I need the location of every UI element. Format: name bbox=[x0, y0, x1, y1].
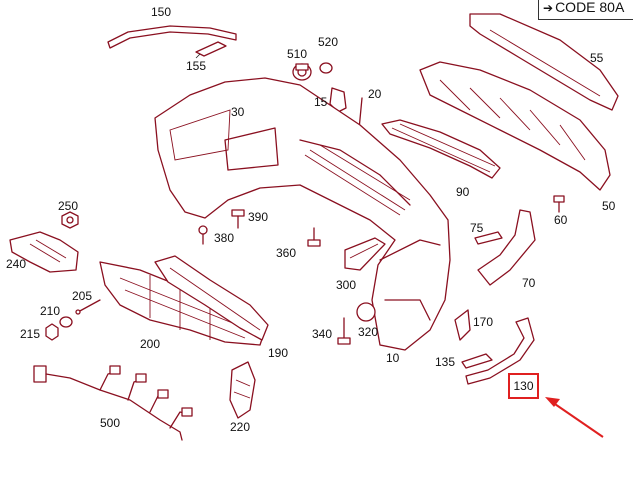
label-320: 320 bbox=[358, 325, 378, 339]
label-205: 205 bbox=[72, 289, 92, 303]
part-340-bolt bbox=[337, 317, 351, 345]
label-90: 90 bbox=[456, 185, 470, 199]
part-520-ring bbox=[319, 62, 333, 74]
part-190-support bbox=[154, 255, 269, 341]
label-215: 215 bbox=[20, 327, 40, 341]
label-30: 30 bbox=[231, 105, 245, 119]
highlighted-part-label: 130 bbox=[508, 373, 539, 399]
label-170: 170 bbox=[473, 315, 493, 329]
label-240: 240 bbox=[6, 257, 26, 271]
part-390-bolt bbox=[231, 209, 245, 229]
code-text: CODE 80A bbox=[555, 0, 625, 15]
part-155-strip bbox=[195, 41, 227, 59]
part-75-clip bbox=[474, 231, 503, 245]
label-15: 15 bbox=[314, 95, 328, 109]
label-300: 300 bbox=[336, 278, 356, 292]
label-510: 510 bbox=[287, 47, 307, 61]
part-150-trim-strip bbox=[107, 25, 237, 49]
part-500-harness bbox=[33, 365, 193, 441]
label-55: 55 bbox=[590, 51, 604, 65]
part-250-nut bbox=[61, 211, 79, 229]
label-135: 135 bbox=[435, 355, 455, 369]
part-205-screw bbox=[75, 299, 101, 315]
part-240-bracket bbox=[9, 231, 79, 273]
label-190: 190 bbox=[268, 346, 288, 360]
label-500: 500 bbox=[100, 416, 120, 430]
pointer-arrow bbox=[545, 397, 604, 438]
label-60: 60 bbox=[554, 213, 568, 227]
code-box: ➔CODE 80A bbox=[538, 0, 633, 20]
part-30-bumper-cover bbox=[154, 77, 451, 351]
part-300-bracket bbox=[344, 237, 386, 271]
part-210-washer bbox=[59, 316, 73, 328]
part-135-clip bbox=[461, 353, 493, 369]
part-320-cap bbox=[356, 302, 376, 322]
part-70-side-strip bbox=[477, 209, 536, 286]
part-215-nut bbox=[45, 323, 59, 341]
part-510-sensor bbox=[292, 63, 312, 81]
label-360: 360 bbox=[276, 246, 296, 260]
label-390: 390 bbox=[248, 210, 268, 224]
label-520: 520 bbox=[318, 35, 338, 49]
part-360-bolt bbox=[307, 227, 321, 247]
label-220: 220 bbox=[230, 420, 250, 434]
label-50: 50 bbox=[602, 199, 616, 213]
label-155: 155 bbox=[186, 59, 206, 73]
arrow-right-icon: ➔ bbox=[543, 1, 554, 15]
label-75: 75 bbox=[470, 221, 484, 235]
part-55-upper-panel bbox=[469, 13, 619, 111]
part-130-trim bbox=[465, 317, 535, 385]
part-90-strip bbox=[381, 119, 501, 179]
label-380: 380 bbox=[214, 231, 234, 245]
part-170-bracket bbox=[454, 309, 471, 341]
part-220-bracket bbox=[229, 361, 256, 419]
label-210: 210 bbox=[40, 304, 60, 318]
label-20: 20 bbox=[368, 87, 382, 101]
label-340: 340 bbox=[312, 327, 332, 341]
label-10: 10 bbox=[386, 351, 400, 365]
label-150: 150 bbox=[151, 5, 171, 19]
label-200: 200 bbox=[140, 337, 160, 351]
part-380-bolt bbox=[198, 225, 208, 245]
part-50-diffuser bbox=[419, 61, 611, 191]
label-70: 70 bbox=[522, 276, 536, 290]
label-250: 250 bbox=[58, 199, 78, 213]
part-60-clip bbox=[553, 195, 565, 213]
